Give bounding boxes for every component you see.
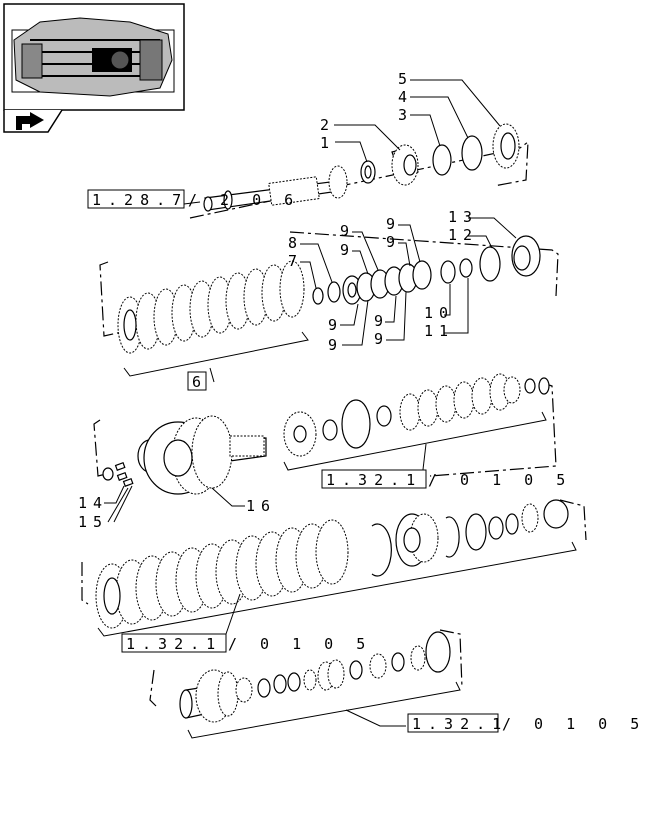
spring-washers-part-9[interactable] [342,260,432,305]
callout-9c: 9 [386,215,401,233]
svg-text:/ 0 1 0 5: / 0 1 0 5 [502,715,646,733]
ring-part-11[interactable] [459,258,473,278]
washer-part-7[interactable] [312,287,324,305]
ref-link-1-32-1-b[interactable]: 1.32.1 / 0 1 0 5 [121,633,372,653]
large-disc-stack[interactable] [95,519,349,629]
callout-2: 2 [320,116,335,134]
callout-9a: 9 [340,222,355,240]
callout-14: 14 [78,494,108,512]
callout-9g: 9 [374,312,389,330]
bearing-part-13[interactable] [511,235,541,277]
callout-15: 15 [78,513,108,531]
ring-part-12[interactable] [479,246,501,282]
ref-link-1-32-1-c[interactable]: 1.32.1 / 0 1 0 5 [407,713,646,733]
callout-4: 4 [398,88,413,106]
callout-9b: 9 [340,241,355,259]
ref-link-1-32-1-a[interactable]: 1.32.1 / 0 1 0 5 [321,469,572,489]
ring-part-4[interactable] [461,135,483,171]
pins-part-15[interactable] [114,461,134,487]
ring-part-14[interactable] [102,467,114,481]
transmission-thumbnail-icon [11,17,175,97]
ref-link-6[interactable]: 6 [187,371,208,391]
svg-text:1.32.1: 1.32.1 [126,635,222,653]
callout-9f: 9 [328,336,343,354]
svg-text:/ 0 1 0 5: / 0 1 0 5 [428,471,572,489]
callout-11: 11 [424,322,454,340]
gear-part-2[interactable] [391,144,419,186]
drum-group [93,373,557,523]
drum-part-16[interactable] [137,415,267,495]
callout-9e: 9 [328,316,343,334]
svg-text:/ 2 0 6: / 2 0 6 [188,191,300,209]
ref-link-1-28-7[interactable]: 1.28.7 / 2 0 6 [87,189,300,209]
output-shaft[interactable] [179,669,239,723]
ring-part-3[interactable] [432,144,452,176]
callout-1: 1 [320,134,335,152]
callout-3: 3 [398,106,413,124]
large-clutch-group [81,499,587,637]
svg-text:1.32.1: 1.32.1 [326,471,422,489]
output-shaft-group [149,629,463,739]
clutch-disc-stack[interactable] [117,260,305,354]
svg-text:/ 0 1 0 5: / 0 1 0 5 [228,635,372,653]
arrow-right-icon[interactable] [16,112,44,130]
callout-8: 8 [288,234,303,252]
bearing-part-1[interactable] [360,160,376,184]
gear-ring-part-5[interactable] [492,123,520,169]
callout-12: 12 [448,226,478,244]
svg-text:1.28.7: 1.28.7 [92,191,188,209]
svg-text:6: 6 [192,373,208,391]
washer-part-10[interactable] [440,260,456,284]
callout-9h: 9 [374,330,389,348]
callout-5: 5 [398,70,413,88]
clutch-pack-group [99,217,559,383]
callout-9d: 9 [386,233,401,251]
callout-10: 10 [424,304,454,322]
shaft-group [183,79,529,219]
thumbnail-panel[interactable] [3,3,185,133]
callout-16: 16 [246,497,276,515]
callout-13: 13 [448,208,478,226]
callout-labels: 2 1 5 4 3 8 7 9 9 9 9 9 9 9 9 10 11 13 1… [78,70,478,531]
ring-part-8[interactable] [327,281,341,303]
callout-7: 7 [288,252,303,270]
svg-text:1.32.1: 1.32.1 [412,715,508,733]
